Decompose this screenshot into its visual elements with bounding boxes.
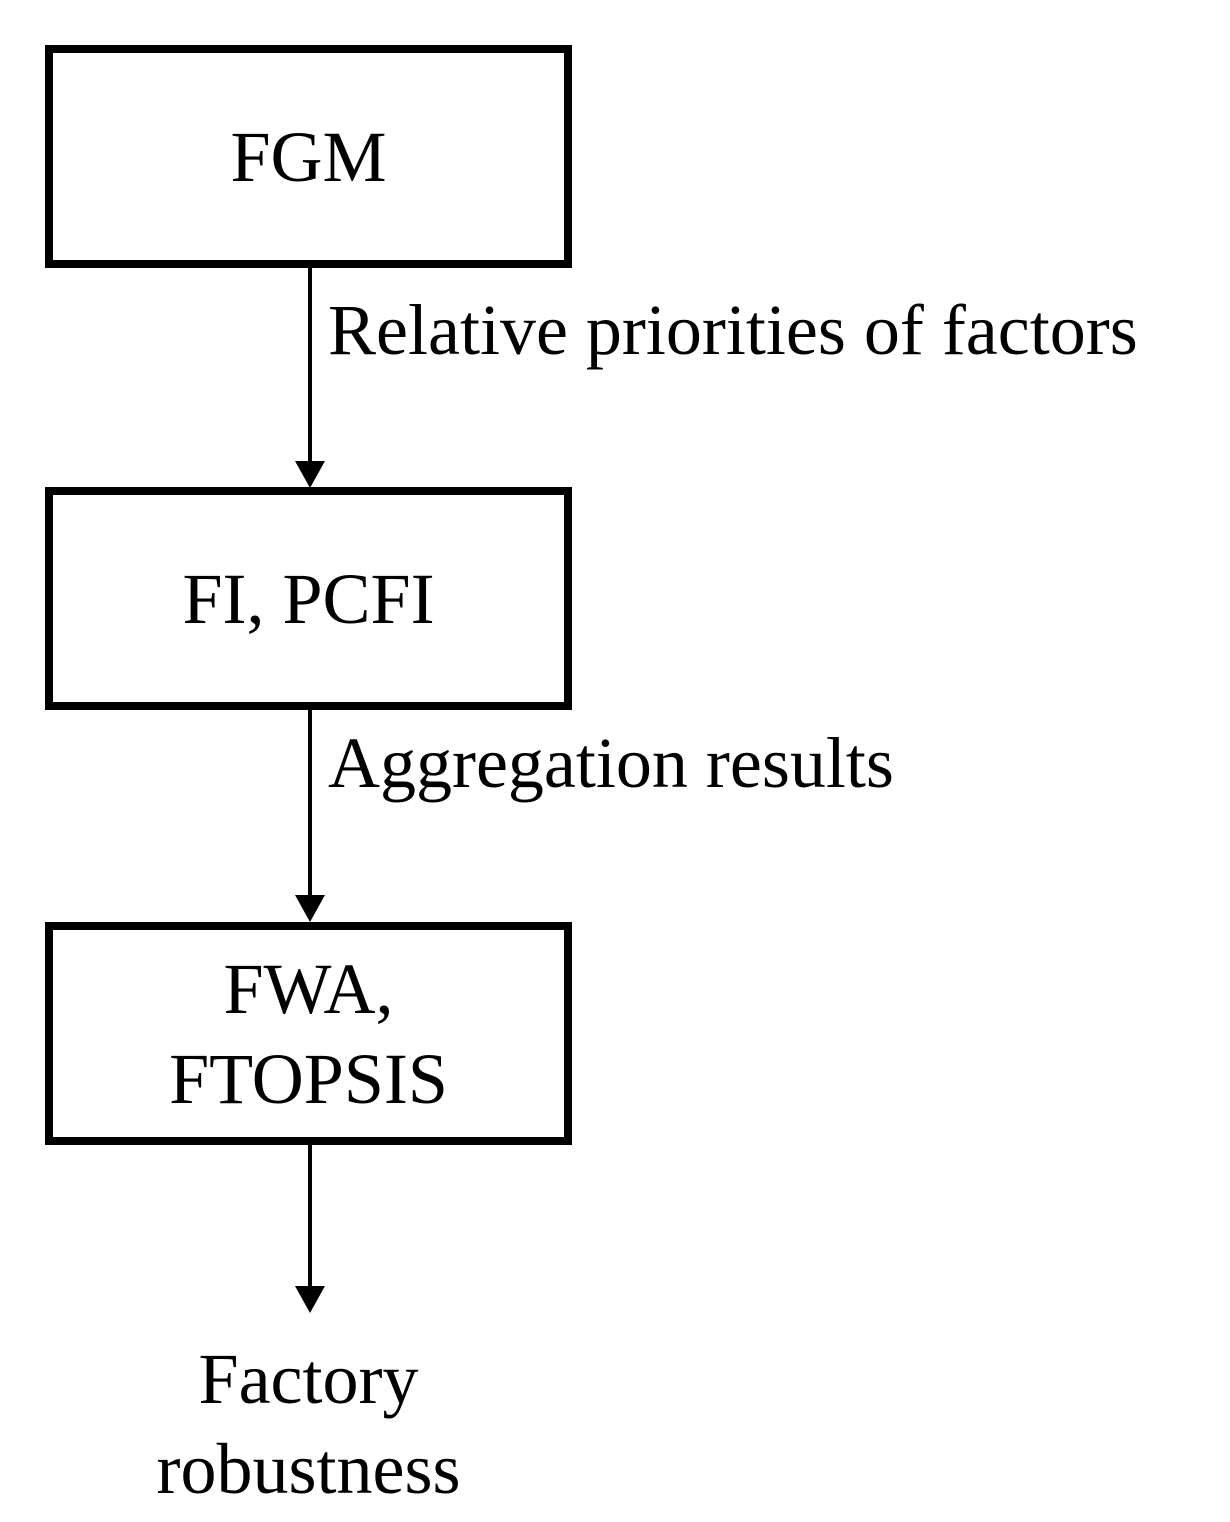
arrow-fgm-to-fi-head-icon (295, 461, 325, 488)
fi-pcfi-box: FI, PCFI (45, 487, 572, 710)
arrow-fgm-to-fi-label: Relative priorities of factors (328, 290, 1138, 370)
arrow-fwa-to-result-line (308, 1145, 312, 1287)
arrow-fwa-to-result-head-icon (295, 1286, 325, 1313)
arrow-fi-to-fwa-label: Aggregation results (328, 723, 894, 803)
arrow-fi-to-fwa-line (308, 710, 312, 896)
fgm-box-label: FGM (230, 116, 387, 197)
fwa-ftopsis-box: FWA, FTOPSIS (45, 922, 572, 1145)
fwa-ftopsis-box-label: FWA, FTOPSIS (169, 948, 448, 1119)
fi-pcfi-box-label: FI, PCFI (182, 558, 435, 639)
arrow-fgm-to-fi-line (308, 268, 312, 462)
fgm-box: FGM (45, 45, 572, 268)
factory-robustness-label: Factory robustness (156, 1339, 461, 1509)
arrow-fi-to-fwa-head-icon (295, 895, 325, 922)
